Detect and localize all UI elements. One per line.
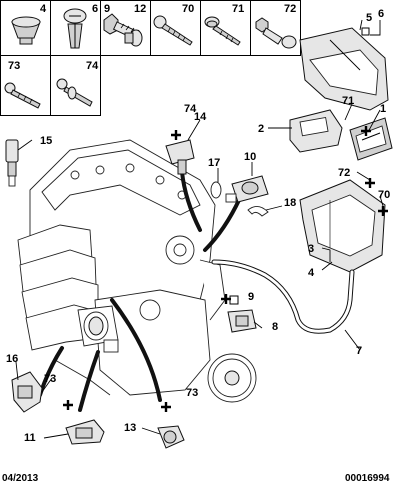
- leader-lines: [15, 19, 384, 439]
- socket-cap-screw-icon: [4, 82, 41, 109]
- clip-nut-icon: [11, 16, 41, 45]
- ref-label: 72: [284, 3, 296, 15]
- sensor-lead: [78, 350, 100, 412]
- diagram-code: 00016994: [345, 473, 390, 484]
- ecu-cover: [299, 27, 389, 111]
- callout: 14: [194, 111, 207, 123]
- marker-square: [229, 295, 239, 305]
- screw-with-washer-icon: [56, 78, 93, 107]
- sensor-lead: [38, 346, 64, 397]
- ref-label: 6: [92, 3, 98, 15]
- o-ring: [210, 181, 222, 199]
- bolt-icon: [103, 13, 140, 41]
- callout: 3: [308, 243, 314, 255]
- ref-label: 12: [134, 3, 146, 15]
- callouts: 6 5 1 2 71 72 70 3 4 7 8 9 10 17 18 14 7…: [6, 8, 390, 444]
- callout: 73: [186, 387, 198, 399]
- washer-screw-icon: [204, 16, 241, 46]
- sensor-13: [157, 425, 185, 449]
- callout: 2: [258, 123, 264, 135]
- ref-label: 4: [40, 3, 47, 15]
- sensor-11: [65, 419, 105, 445]
- callout: 73: [44, 373, 56, 385]
- callout: 70: [378, 189, 390, 201]
- callout: 13: [124, 422, 136, 434]
- callout: 74: [184, 103, 197, 115]
- callout: 8: [272, 321, 278, 333]
- fastener-grid: 4 6 9 12 70: [0, 0, 301, 116]
- ref-label: 74: [86, 60, 99, 72]
- callout: 72: [338, 167, 350, 179]
- flange-bolt-icon: [124, 29, 143, 47]
- sensor-10: [225, 175, 269, 203]
- sensor-lead: [180, 170, 202, 232]
- sensor-lead: [110, 298, 162, 402]
- date-label: 04/2013: [2, 473, 39, 484]
- sensor-8: [227, 309, 257, 333]
- callout: 4: [308, 267, 315, 279]
- ref-label: 73: [8, 60, 20, 72]
- sensor-15: [5, 139, 19, 187]
- ecu-module: [349, 117, 393, 161]
- callout: 16: [6, 353, 18, 365]
- ecu-bracket: [289, 109, 343, 153]
- sensor-16: [11, 371, 43, 413]
- callout: 5: [366, 12, 372, 24]
- clip-18: [247, 206, 269, 217]
- ecu-tray: [299, 179, 386, 273]
- collar-screw-icon: [255, 17, 297, 49]
- fastener-marks: [63, 126, 388, 412]
- push-rivet-icon: [63, 8, 87, 49]
- callout: 11: [24, 432, 36, 444]
- sensor-lead: [203, 196, 242, 252]
- ref-label: 71: [232, 3, 244, 15]
- callout: 1: [380, 103, 386, 115]
- callout: 7: [356, 345, 362, 357]
- callout: 10: [244, 151, 256, 163]
- engine-block: [17, 139, 226, 396]
- callout: 18: [284, 197, 296, 209]
- ref-label: 70: [182, 3, 194, 15]
- callout: 6: [378, 8, 384, 20]
- callout: 9: [248, 291, 254, 303]
- throttle-body: [77, 305, 119, 353]
- marker-square: [361, 27, 370, 36]
- flywheel: [207, 353, 257, 403]
- callout: 71: [342, 95, 354, 107]
- sensor-14: [165, 139, 195, 175]
- callout: 15: [40, 135, 52, 147]
- ref-label: 9: [104, 3, 110, 15]
- self-tapping-screw-icon: [153, 15, 193, 46]
- callout: 17: [208, 157, 220, 169]
